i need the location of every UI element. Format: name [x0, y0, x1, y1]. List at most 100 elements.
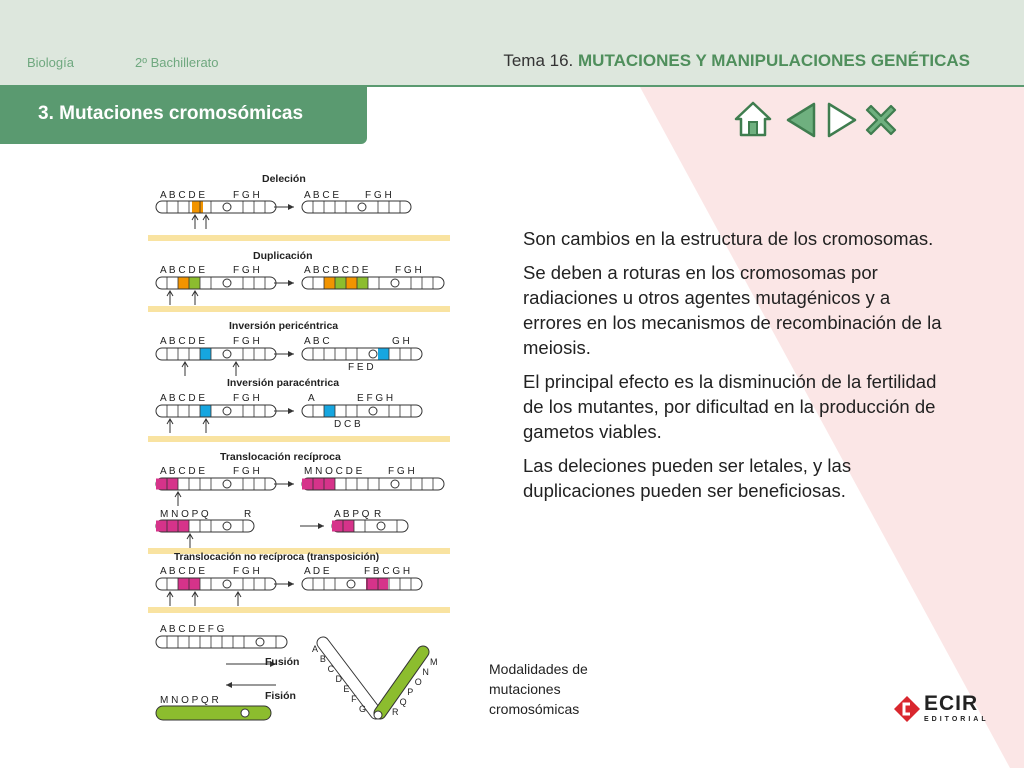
chrom-fusion-top-centromere — [255, 637, 265, 647]
seq-abce: A B C E — [304, 190, 339, 201]
break-del-2-head — [202, 214, 210, 221]
home-icon[interactable] — [733, 100, 773, 140]
chrom-norec-after-centromere — [346, 579, 356, 589]
chrom-dup-before-band-1 — [189, 277, 200, 289]
chrom-peri-before-band-0 — [200, 348, 211, 360]
seq-dcb: D C B — [334, 419, 361, 430]
v-left-label: B — [320, 654, 326, 664]
chrom-para-after-centromere — [368, 406, 378, 416]
chrom-rec-2-before-centromere — [222, 521, 232, 531]
topic-prefix: Tema 16. — [503, 51, 574, 70]
chrom-norec-before-centromere — [222, 579, 232, 589]
label-trans-rec: Translocación recíproca — [220, 451, 341, 463]
chrom-fusion-top-outline — [155, 635, 288, 649]
chrom-del-after-outline — [301, 200, 412, 214]
arrow-para-head — [288, 408, 294, 414]
break-para-1-head — [166, 418, 174, 425]
arrow-peri-head — [288, 351, 294, 357]
section-title-tab: 3. Mutaciones cromosómicas — [0, 87, 367, 144]
chrom-dup-before-centromere — [222, 278, 232, 288]
seq-abcde-1: A B C D E — [160, 190, 205, 201]
chrom-norec-before-outline — [155, 577, 277, 591]
v-right-label: N — [422, 667, 429, 677]
seq-abcde-4: A B C D E — [160, 393, 205, 404]
seq-abcde-3: A B C D E — [160, 336, 205, 347]
label-duplicacion: Duplicación — [253, 250, 313, 262]
band-4 — [148, 548, 450, 554]
seq-mnopqr: M N O P Q R — [160, 695, 219, 706]
chrom-dup-after-band-1 — [335, 277, 346, 289]
logo-brand: ECIR — [924, 692, 979, 715]
seq-abc: A B C — [304, 336, 330, 347]
diagram-caption: Modalidades de mutaciones cromosómicas — [489, 661, 588, 717]
chrom-del-before-band-0 — [192, 201, 203, 213]
next-icon[interactable] — [821, 100, 861, 140]
seq-fgh-6: F G H — [233, 393, 260, 404]
break-norec-3-head — [234, 591, 242, 598]
v-left-arm — [317, 637, 382, 719]
section-title: 3. Mutaciones cromosómicas — [38, 103, 304, 124]
break-norec-2-head — [191, 591, 199, 598]
chrom-norec-after-outline — [301, 577, 423, 591]
arrow-norec-head — [288, 581, 294, 587]
seq-mnocde: M N O C D E — [304, 466, 363, 477]
band-3 — [148, 436, 450, 442]
chrom-para-before-centromere — [222, 406, 232, 416]
seq-abcde-6: A B C D E — [160, 566, 205, 577]
band-1 — [148, 235, 450, 241]
arrow-fision-head — [226, 682, 232, 688]
chrom-dup-before-outline — [155, 276, 277, 290]
seq-fgh-8: F G H — [388, 466, 415, 477]
topic-name: MUTACIONES Y MANIPULACIONES GENÉTICAS — [578, 51, 970, 70]
chrom-para-before-band-0 — [200, 405, 211, 417]
break-rec-1-head — [174, 491, 182, 498]
label-fusion: Fusión — [265, 656, 299, 668]
break-dup-1-head — [166, 290, 174, 297]
label-delecion: Deleción — [262, 173, 306, 185]
v-right-label: M — [430, 657, 438, 667]
chrom-dup-after-band-0 — [324, 277, 335, 289]
seq-abcde-5: A B C D E — [160, 466, 205, 477]
arrow-del-head — [288, 204, 294, 210]
logo-subtitle: EDITORIAL — [924, 716, 989, 723]
chrom-rec-2-before-band-0 — [156, 520, 189, 532]
close-icon[interactable] — [861, 100, 901, 140]
chrom-peri-before-centromere — [222, 349, 232, 359]
ecir-logo: ECIR EDITORIAL — [894, 692, 986, 727]
seq-fgh-1: F G H — [233, 190, 260, 201]
paragraph-1: Son cambios en la estructura de los crom… — [523, 228, 934, 249]
v-right-label: R — [392, 707, 399, 717]
chrom-peri-after-centromere — [368, 349, 378, 359]
seq-r-2: R — [374, 509, 381, 520]
chrom-dup-after-outline — [301, 276, 445, 290]
previous-icon[interactable] — [782, 100, 822, 140]
chrom-peri-before-outline — [155, 347, 277, 361]
chrom-fision-bottom — [155, 705, 272, 721]
header-divider — [0, 85, 1024, 87]
v-right-arm — [374, 646, 429, 719]
seq-fgh-4: F G H — [395, 265, 422, 276]
chrom-dup-after-centromere — [390, 278, 400, 288]
header-bar — [0, 0, 1024, 85]
seq-gh: G H — [392, 336, 410, 347]
chrom-dup-after-band-2 — [346, 277, 357, 289]
chrom-para-after-band-0 — [324, 405, 335, 417]
chrom-fision-centromere — [240, 708, 250, 718]
v-left-label: A — [312, 644, 318, 654]
seq-a: A — [308, 393, 315, 404]
arrow-rec-2-head — [318, 523, 324, 529]
seq-fgh-7: F G H — [233, 466, 260, 477]
chrom-rec-2-after-centromere — [376, 521, 386, 531]
seq-fgh-2: F G H — [365, 190, 392, 201]
subject-label: Biología — [27, 55, 74, 70]
chrom-del-before-centromere — [222, 202, 232, 212]
chrom-para-after-outline — [301, 404, 423, 418]
chrom-del-after-centromere — [357, 202, 367, 212]
v-left-label: E — [343, 684, 349, 694]
label-trans-norec: Translocación no recíproca (transposició… — [174, 552, 379, 563]
seq-abcdefg: A B C D E F G — [160, 624, 225, 635]
label-fision: Fisión — [265, 690, 296, 702]
break-para-2-head — [202, 418, 210, 425]
arrow-fusion-head — [270, 661, 276, 667]
paragraph-4: Las deleciones pueden ser letales, y las… — [523, 455, 852, 501]
